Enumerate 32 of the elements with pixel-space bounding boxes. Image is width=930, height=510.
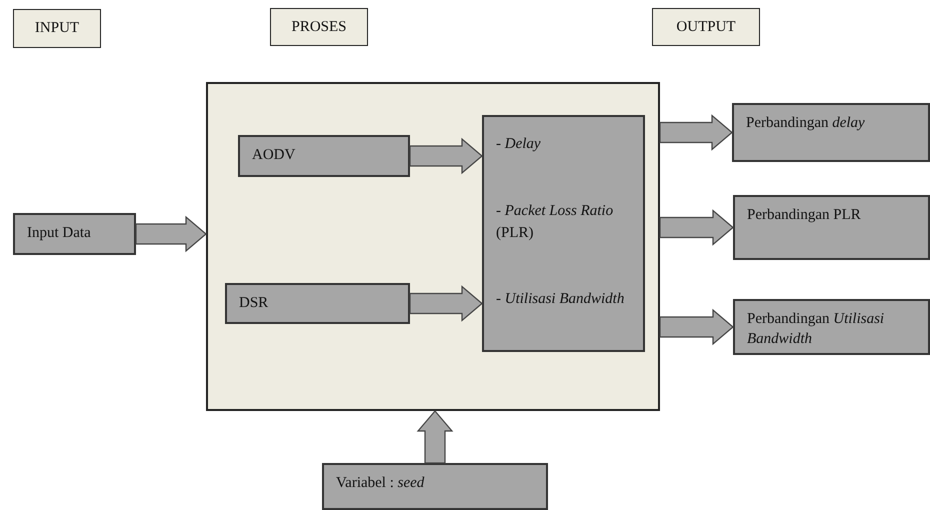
metrics-box — [482, 115, 645, 352]
metric-item: - Packet Loss Ratio (PLR) — [496, 202, 614, 242]
box-label: Perbandingan delay — [746, 114, 866, 133]
section-header — [652, 8, 760, 46]
box-label: Perbandingan Utilisasi Bandwidth — [747, 310, 886, 349]
input-box — [13, 213, 136, 255]
box-label: OUTPUT — [676, 18, 736, 37]
box-label: Input Data — [27, 224, 92, 243]
box-label: INPUT — [34, 19, 80, 38]
block-arrow — [659, 209, 734, 246]
box-label: PROSES — [291, 18, 347, 37]
block-arrow — [659, 114, 733, 151]
output-box — [732, 103, 930, 162]
input-box — [322, 463, 548, 510]
block-arrow — [409, 285, 483, 322]
output-box — [733, 299, 930, 355]
block-arrow — [409, 138, 483, 174]
protocol-box — [238, 135, 410, 177]
metric-item: - Utilisasi Bandwidth — [496, 290, 626, 309]
box-label: Variabel : seed — [336, 474, 426, 493]
section-header — [270, 8, 368, 46]
block-arrow — [135, 216, 207, 252]
section-header — [13, 9, 101, 48]
metric-item: - Delay — [496, 135, 542, 154]
box-label: Perbandingan PLR — [747, 206, 862, 225]
box-label: AODV — [252, 146, 296, 165]
box-label: DSR — [239, 294, 270, 313]
output-box — [733, 195, 930, 260]
block-arrow — [659, 308, 734, 346]
process-panel — [206, 82, 660, 411]
protocol-box — [225, 283, 410, 324]
block-arrow — [416, 410, 454, 464]
